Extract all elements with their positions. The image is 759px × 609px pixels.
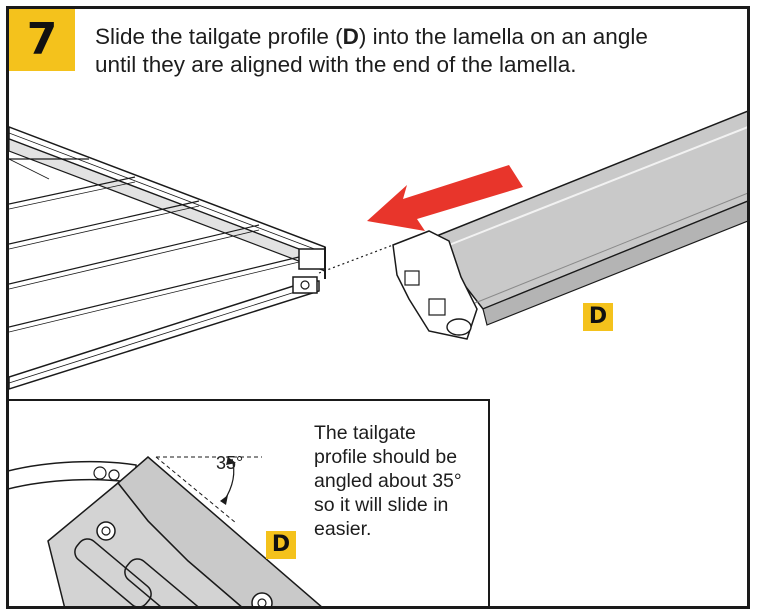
lamella-drawing	[9, 126, 326, 390]
tailgate-profile-drawing	[392, 110, 747, 340]
instruction-text: Slide the tailgate profile (D) into the …	[95, 23, 715, 79]
part-label-d: D	[583, 303, 613, 331]
assembly-illustration	[9, 110, 747, 390]
detail-note: The tailgate profile should be angled ab…	[314, 422, 462, 540]
detail-part-label-d: D	[266, 531, 296, 559]
angle-detail-illustration	[9, 456, 322, 606]
instruction-line1-start: Slide the tailgate profile (	[95, 24, 343, 49]
instruction-line2: until they are aligned with the end of t…	[95, 52, 577, 77]
step-number-badge: 7	[9, 9, 75, 71]
alignment-guide	[318, 244, 394, 274]
instruction-panel: 7 Slide the tailgate profile (D) into th…	[6, 6, 750, 609]
instruction-part-ref: D	[342, 24, 359, 49]
angle-label: 35°	[216, 453, 244, 473]
detail-inset: 35° D The tailgate profile should be ang…	[9, 399, 490, 606]
direction-arrow	[367, 165, 523, 231]
instruction-line1-end: ) into the lamella on an angle	[358, 24, 648, 49]
